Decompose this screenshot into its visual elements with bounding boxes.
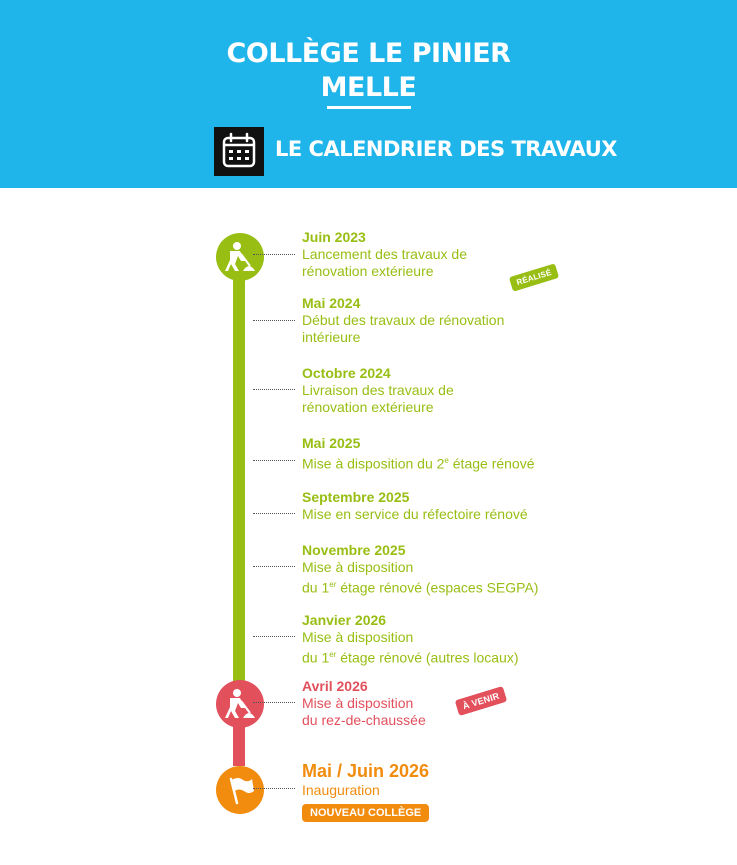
connector-dots	[253, 513, 295, 514]
timeline-item: Juin 2023 Lancement des travaux de rénov…	[302, 229, 682, 280]
item-date: Janvier 2026	[302, 612, 387, 628]
item-description: Mise à disposition	[302, 559, 414, 575]
connector-dots	[253, 389, 295, 390]
timeline-item: Janvier 2026 Mise à disposition du 1er é…	[302, 612, 682, 667]
timeline-item: Mai / Juin 2026 Inauguration	[302, 760, 682, 799]
item-date: Juin 2023	[302, 229, 366, 245]
item-description: Mise à disposition du 2e étage rénové	[302, 455, 535, 472]
timeline-line-upcoming	[233, 720, 245, 766]
timeline-item: Septembre 2025 Mise en service du réfect…	[302, 489, 682, 523]
timeline-item: Avril 2026 Mise à disposition du rez-de-…	[302, 678, 682, 729]
item-date: Octobre 2024	[302, 365, 391, 381]
item-description: Mise en service du réfectoire rénové	[302, 506, 528, 522]
school-city: MELLE	[320, 72, 417, 103]
item-description: rénovation extérieure	[302, 399, 434, 415]
item-date: Avril 2026	[302, 678, 368, 694]
calendar-icon	[214, 127, 264, 176]
item-description: du 1er étage rénové (autres locaux)	[302, 649, 519, 666]
item-description: intérieure	[302, 329, 361, 345]
school-name: COLLÈGE LE PINIER	[226, 38, 511, 69]
item-date: Mai 2025	[302, 435, 361, 451]
item-date: Novembre 2025	[302, 542, 406, 558]
connector-dots	[253, 788, 295, 789]
connector-dots	[253, 460, 295, 461]
item-description: Inauguration	[302, 782, 380, 798]
item-date: Mai 2024	[302, 295, 361, 311]
connector-dots	[253, 320, 295, 321]
flag-icon	[216, 766, 264, 814]
timeline-item: Mai 2025 Mise à disposition du 2e étage …	[302, 435, 682, 473]
status-badge-new-school: NOUVEAU COLLÈGE	[302, 804, 430, 822]
worker-icon	[216, 680, 264, 728]
timeline-item: Novembre 2025 Mise à disposition du 1er …	[302, 542, 682, 597]
connector-dots	[253, 254, 295, 255]
item-description: Mise à disposition	[302, 629, 414, 645]
calendar-title: LE CALENDRIER DES TRAVAUX	[275, 137, 617, 161]
timeline-line-done	[233, 262, 245, 682]
worker-icon	[216, 233, 264, 281]
connector-dots	[253, 702, 295, 703]
item-description: du 1er étage rénové (espaces SEGPA)	[302, 579, 539, 596]
timeline-item: Mai 2024 Début des travaux de rénovation…	[302, 295, 682, 346]
item-description: Mise à disposition	[302, 695, 414, 711]
timeline-item: Octobre 2024 Livraison des travaux de ré…	[302, 365, 682, 416]
item-date: Septembre 2025	[302, 489, 410, 505]
item-description: rénovation extérieure	[302, 263, 434, 279]
connector-dots	[253, 566, 295, 567]
header-banner: COLLÈGE LE PINIER MELLE LE CALENDRIER DE…	[0, 0, 737, 188]
item-date: Mai / Juin 2026	[302, 761, 430, 781]
title-underline	[327, 106, 411, 109]
connector-dots	[253, 636, 295, 637]
item-description: Début des travaux de rénovation	[302, 312, 505, 328]
item-description: du rez-de-chaussée	[302, 712, 426, 728]
item-description: Livraison des travaux de	[302, 382, 454, 398]
item-description: Lancement des travaux de	[302, 246, 467, 262]
